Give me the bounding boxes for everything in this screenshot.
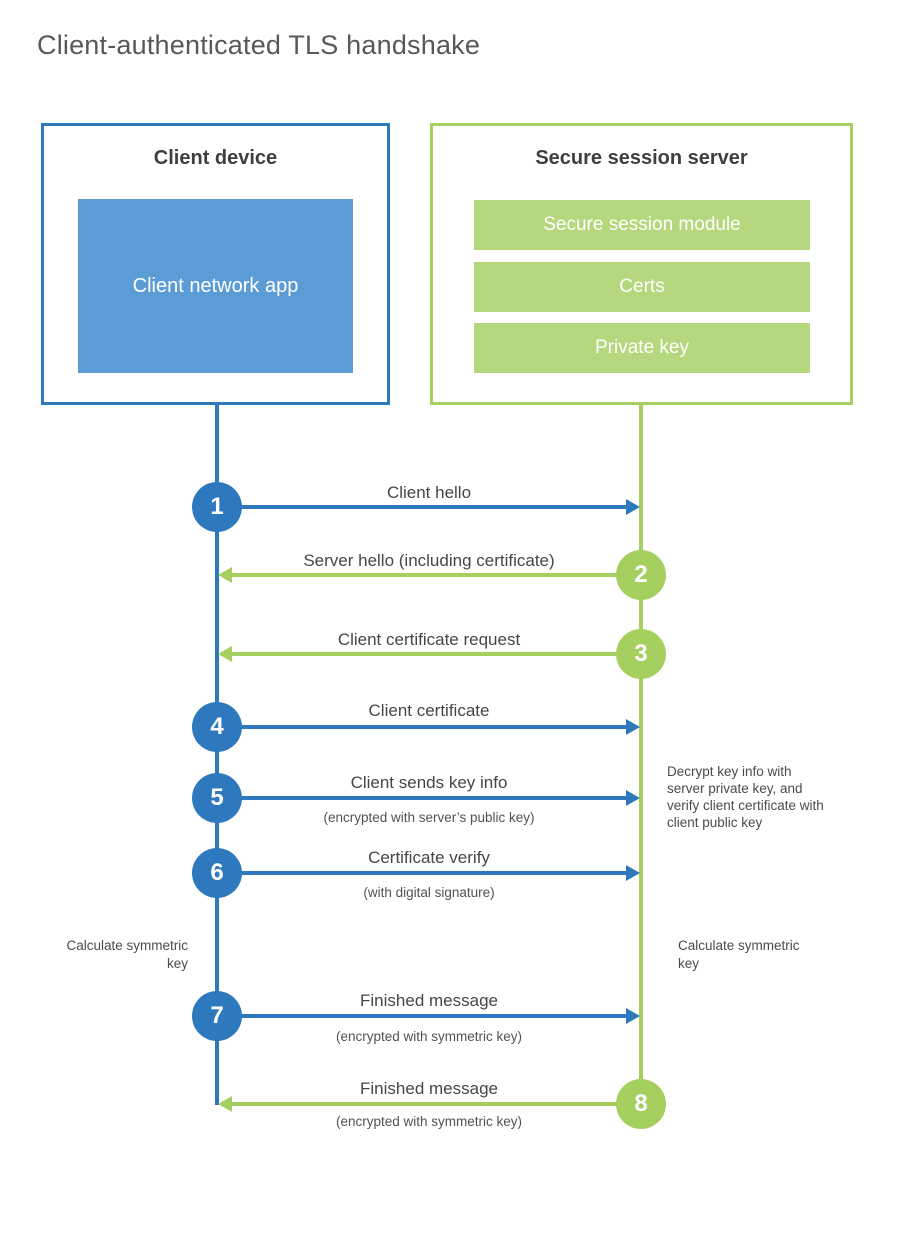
- step-6-arrow: [217, 865, 640, 881]
- page-title: Client-authenticated TLS handshake: [37, 30, 481, 60]
- step-8-label: Finished message: [360, 1079, 498, 1098]
- step-5-badge: 5: [192, 773, 242, 823]
- step-7-arrow: [217, 1008, 640, 1024]
- client-lifeline: [215, 405, 219, 1105]
- step-8-badge: 8: [616, 1079, 666, 1129]
- step-5-sublabel: (encrypted with server’s public key): [323, 810, 535, 825]
- decrypt-note: Decrypt key info with server private key…: [667, 764, 824, 830]
- server-module-certs: Certs: [474, 262, 810, 312]
- step-3-label: Client certificate request: [337, 630, 521, 649]
- step-4-badge: 4: [192, 702, 242, 752]
- client-device-title: Client device: [153, 147, 278, 169]
- step-6-label: Certificate verify: [368, 848, 490, 867]
- client-network-app-label: Client network app: [132, 275, 299, 297]
- step-5-arrow: [217, 790, 640, 806]
- step-2-badge: 2: [616, 550, 666, 600]
- step-5-label: Client sends key info: [350, 773, 508, 792]
- step-2-arrow: [218, 567, 641, 583]
- client-network-app-box: Client network app: [78, 199, 353, 373]
- step-1-badge: 1: [192, 482, 242, 532]
- step-8-arrow: [218, 1096, 641, 1112]
- step-2-label: Server hello (including certificate): [303, 551, 555, 570]
- step-6-badge: 6: [192, 848, 242, 898]
- step-1-arrow: [217, 499, 640, 515]
- step-7-label: Finished message: [360, 991, 498, 1010]
- step-6-sublabel: (with digital signature): [363, 885, 495, 900]
- server-module-secure-session: Secure session module: [474, 200, 810, 250]
- step-4-arrow: [217, 719, 640, 735]
- step-1-label: Client hello: [386, 483, 472, 502]
- server-module-private-key: Private key: [474, 323, 810, 373]
- step-3-arrow: [218, 646, 641, 662]
- step-3-badge: 3: [616, 629, 666, 679]
- server-title: Secure session server: [535, 147, 748, 169]
- step-8-sublabel: (encrypted with symmetric key): [335, 1114, 523, 1129]
- server-lifeline: [639, 405, 643, 1105]
- step-7-badge: 7: [192, 991, 242, 1041]
- calc-symmetric-key-left: Calculate symmetric key: [66, 938, 188, 971]
- step-4-label: Client certificate: [368, 701, 490, 720]
- step-7-sublabel: (encrypted with symmetric key): [335, 1029, 523, 1044]
- calc-symmetric-key-right: Calculate symmetric key: [678, 938, 800, 971]
